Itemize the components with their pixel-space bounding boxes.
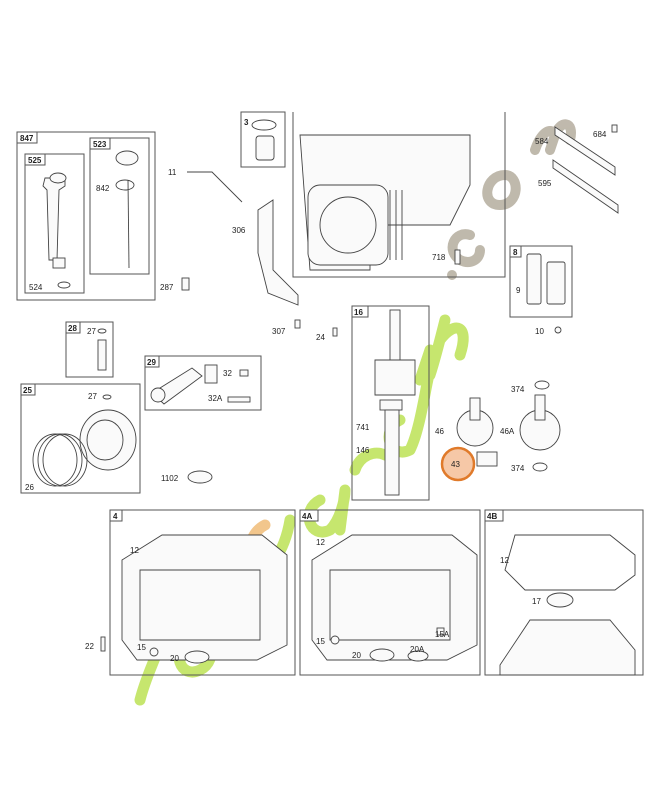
group-8: 8 [509,245,573,318]
part-label: 741 [356,423,370,432]
part-label: 9 [516,286,521,295]
group-3: 3 [240,111,286,168]
part-label: 22 [85,642,94,651]
group-16: 16 [351,305,430,501]
part-label: 11 [168,168,177,177]
part-label: 27 [87,327,96,336]
group-label: 525 [28,156,42,165]
group-4A: 4A [299,509,481,676]
part-label: 287 [160,283,174,292]
part-labels: 524 842 11 306 287 307 24 27 32 32A 27 2… [25,130,607,663]
part-label: 15 [316,637,325,646]
group-label: 4 [113,512,118,521]
part-label: 374 [511,464,525,473]
part-drawings [32,119,636,676]
group-847: 847 [16,131,156,301]
group-label: 25 [23,386,32,395]
engine-block-box [292,112,506,278]
group-523: 523 [89,137,150,275]
part-label: 46 [435,427,444,436]
group-label: 3 [244,118,249,127]
group-525: 525 [24,153,85,294]
part-label: 15 [137,643,146,652]
part-label: 24 [316,333,325,342]
group-label: 29 [147,358,156,367]
part-label: 842 [96,184,110,193]
group-28: 28 [65,321,114,378]
group-label: 4B [487,512,497,521]
part-label: 20 [352,651,361,660]
group-label: 523 [93,140,107,149]
highlighted-part-43[interactable]: 43 [440,446,476,482]
group-4: 4 [109,509,296,676]
part-label: 10 [535,327,544,336]
part-label: 20A [410,645,425,654]
part-label: 32A [208,394,223,403]
part-label: 27 [88,392,97,401]
group-label: 28 [68,324,77,333]
part-label: 584 [535,137,549,146]
part-label: 20 [170,654,179,663]
part-label: 718 [432,253,446,262]
part-label: 15A [435,630,450,639]
part-label-43[interactable]: 43 [451,460,460,469]
part-label: 32 [223,369,232,378]
part-label: 524 [29,283,43,292]
part-label: 12 [130,546,139,555]
part-label: 307 [272,327,286,336]
group-label: 4A [302,512,312,521]
part-label: 12 [316,538,325,547]
group-25: 25 [20,383,141,494]
part-label: 12 [500,556,509,565]
part-label: 17 [532,597,541,606]
part-label: 1102 [161,474,179,483]
group-label: 847 [20,134,34,143]
part-label: 374 [511,385,525,394]
part-label: 595 [538,179,552,188]
part-label: 306 [232,226,246,235]
group-label: 16 [354,308,363,317]
part-label: 146 [356,446,370,455]
part-label: 684 [593,130,607,139]
part-label: 26 [25,483,34,492]
part-label: 46A [500,427,515,436]
group-29: 29 [144,355,262,411]
group-label: 8 [513,248,518,257]
